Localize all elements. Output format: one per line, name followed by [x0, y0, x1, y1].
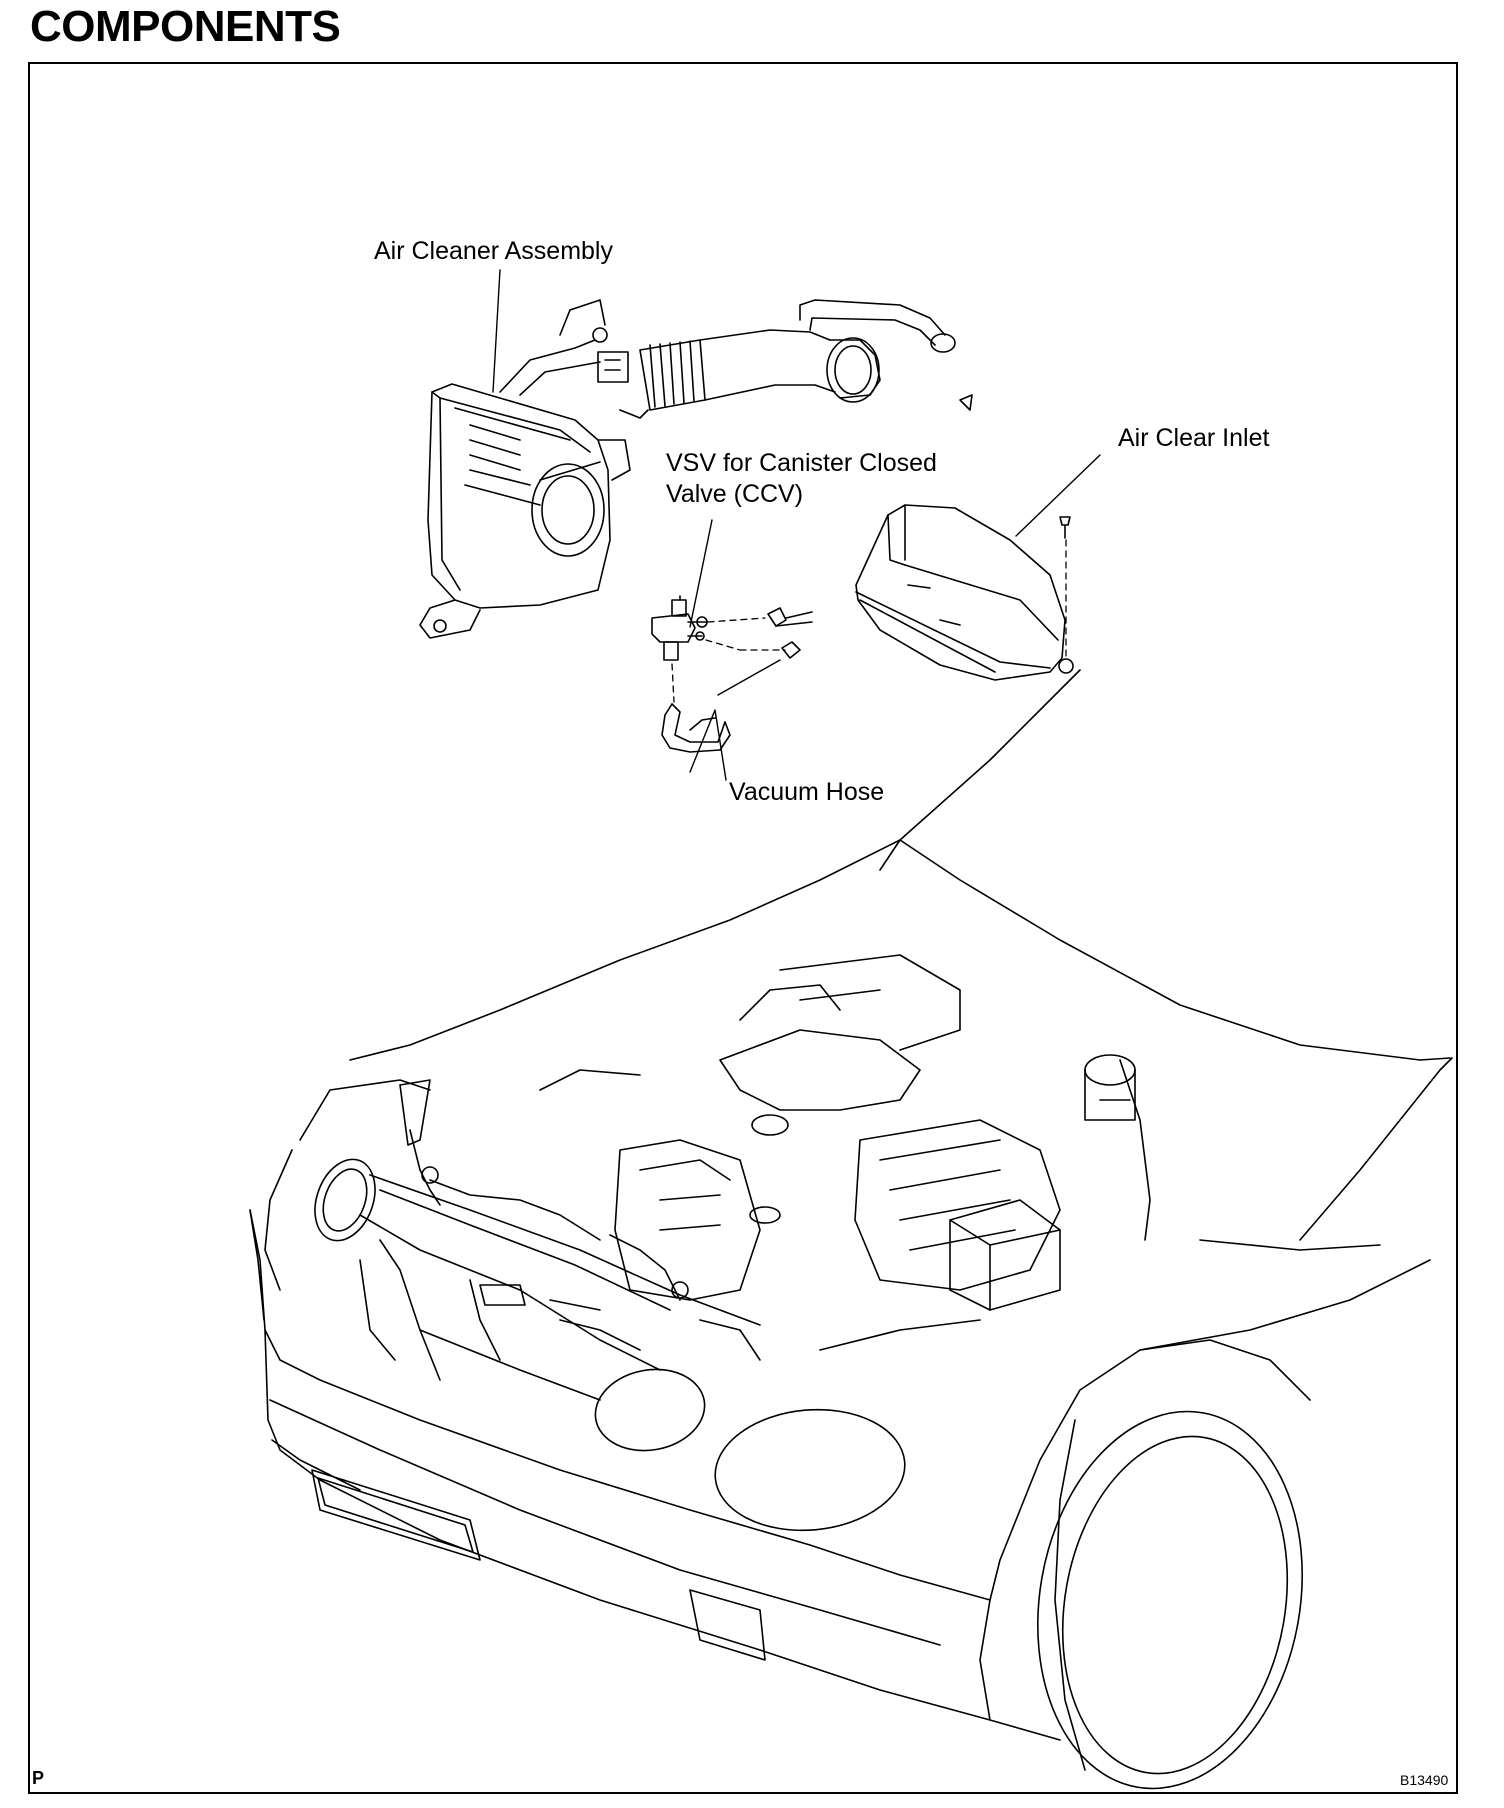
page-marker: P	[32, 1768, 45, 1788]
leader-vacuum-hose-upper	[717, 659, 781, 696]
leader-air-clear-inlet	[1015, 454, 1101, 537]
leader-lines	[492, 269, 1101, 781]
car-drawing	[249, 669, 1453, 1790]
label-air-cleaner-assembly: Air Cleaner Assembly	[374, 237, 613, 265]
label-air-clear-inlet: Air Clear Inlet	[1118, 424, 1270, 452]
figure-code: B13490	[1400, 1772, 1449, 1788]
vsv-drawing	[651, 595, 813, 753]
label-vsv-line2: Valve (CCV)	[666, 480, 804, 508]
air-cleaner-assembly-drawing	[419, 299, 973, 639]
label-vsv-line1: VSV for Canister Closed	[666, 449, 937, 477]
diagram-frame	[28, 62, 1458, 1794]
air-clear-inlet-drawing	[855, 504, 1074, 681]
leader-vsv	[689, 519, 713, 628]
leader-air-cleaner-assembly	[492, 269, 501, 393]
label-vacuum-hose: Vacuum Hose	[729, 778, 885, 806]
leader-vacuum-hose	[689, 709, 727, 781]
page-title: COMPONENTS	[30, 2, 341, 51]
